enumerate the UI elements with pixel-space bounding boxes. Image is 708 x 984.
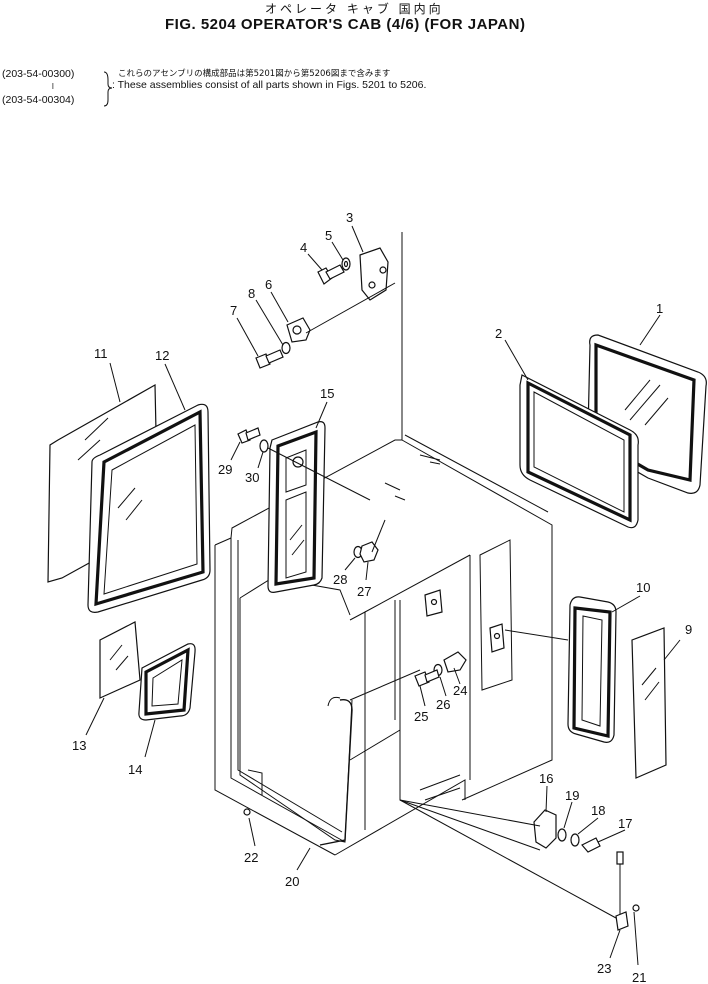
nut-27: [359, 519, 386, 563]
hinge-plate-upper: [424, 589, 443, 617]
callout-25: 25: [414, 709, 428, 724]
window-seal-12: [87, 403, 211, 613]
callout-19: 19: [565, 788, 579, 803]
callout-27: 27: [357, 584, 371, 599]
frame-bolt-22: [243, 808, 251, 816]
callout-16: 16: [539, 771, 553, 786]
bolt-29: [237, 427, 261, 444]
callout-29: 29: [218, 462, 232, 477]
callout-28: 28: [333, 572, 347, 587]
callout-4: 4: [300, 240, 307, 255]
callout-23: 23: [597, 961, 611, 976]
callout-2: 2: [495, 326, 502, 341]
callout-18: 18: [591, 803, 605, 818]
callout-13: 13: [72, 738, 86, 753]
leader-frame-to-23: [399, 799, 617, 919]
callout-leaders: [85, 225, 681, 966]
washer-19: [557, 828, 567, 842]
callout-17: 17: [618, 816, 632, 831]
window-glass-9: [631, 627, 667, 779]
window-seal-10: [567, 596, 617, 743]
washer-5: [341, 257, 351, 271]
callout-6: 6: [265, 277, 272, 292]
serial-bracket: [103, 71, 113, 107]
callout-10: 10: [636, 580, 650, 595]
callout-labels: 1 2 3 4 5 6 7 8 9 10 11 12 13 14 15 16 1…: [72, 210, 692, 984]
figure-title: FIG. 5204 OPERATOR'S CAB (4/6) (FOR JAPA…: [165, 16, 526, 33]
washer-8: [281, 341, 291, 355]
title-japanese: オペレータ キャブ 国内向: [265, 2, 444, 16]
note-japanese: これらのアセンブリの構成部品は第5201図から第5206図まで含みます: [118, 69, 391, 79]
serial-range-mark: l: [52, 82, 54, 91]
washer-18: [570, 833, 580, 847]
callout-11: 11: [94, 346, 108, 361]
callout-24: 24: [453, 683, 467, 698]
callout-1: 1: [656, 301, 663, 316]
callout-26: 26: [436, 697, 450, 712]
bolt-4: [317, 264, 345, 285]
leader-hinge-to-seal: [504, 629, 569, 641]
door-window-15: [267, 421, 326, 593]
bracket-24: [443, 651, 467, 673]
callout-12: 12: [155, 348, 169, 363]
callout-20: 20: [285, 874, 299, 889]
bolt-17: [581, 837, 601, 853]
serial-to: (203-54-00304): [2, 94, 75, 106]
callout-21: 21: [632, 970, 646, 984]
leader-frame-to-16: [399, 799, 541, 827]
callout-9: 9: [685, 622, 692, 637]
callout-5: 5: [325, 228, 332, 243]
callout-8: 8: [248, 286, 255, 301]
washer-30: [259, 439, 371, 501]
callout-15: 15: [320, 386, 334, 401]
bolt-7: [255, 349, 284, 369]
door-frame-20: [239, 598, 353, 846]
latch-6: [286, 282, 396, 343]
rod-21-assembly: [615, 851, 640, 931]
callout-7: 7: [230, 303, 237, 318]
callout-30: 30: [245, 470, 259, 485]
part-16: [533, 809, 557, 849]
hinge-plate-side: [489, 623, 505, 653]
callout-14: 14: [128, 762, 142, 777]
note-english: : These assemblies consist of all parts …: [112, 79, 427, 91]
callout-3: 3: [346, 210, 353, 225]
window-seal-2: [519, 374, 639, 529]
bolt-25: [414, 669, 440, 687]
callout-22: 22: [244, 850, 258, 865]
window-glass-13: [99, 621, 141, 699]
serial-from: (203-54-00300): [2, 68, 75, 80]
window-seal-14: [138, 643, 196, 721]
bracket-3: [359, 247, 389, 301]
